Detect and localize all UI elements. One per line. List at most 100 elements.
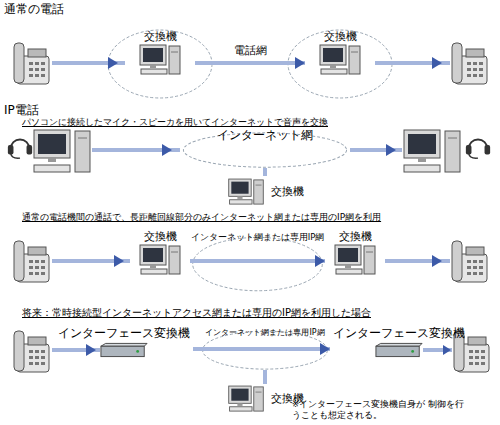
pc-keyboard xyxy=(141,69,167,74)
computer-icon xyxy=(404,130,460,172)
exchange-node: 交換機 xyxy=(325,230,385,292)
device-led xyxy=(411,350,414,353)
pc-monitor xyxy=(228,179,250,196)
converter-device xyxy=(100,342,148,358)
node-label: インターネット網または専用IP網 xyxy=(205,326,324,340)
pc-keyboard xyxy=(321,69,347,74)
network-cloud xyxy=(193,237,323,290)
pc-monitor xyxy=(228,386,250,403)
connector-line xyxy=(263,370,267,384)
node-label: インターネット網 xyxy=(217,128,313,142)
pc-drive xyxy=(255,392,261,393)
node-label: 交換機 xyxy=(271,185,304,199)
arrow-head xyxy=(315,255,325,267)
network-cloud-node: インターネット網または専用IP網 xyxy=(200,326,330,370)
connector-line xyxy=(263,168,267,176)
node-label: インターフェース変換機 xyxy=(333,326,465,340)
node-label: 交換機 xyxy=(271,392,304,406)
arrow-head xyxy=(162,144,172,156)
arrow-head xyxy=(295,57,305,69)
pc-stand xyxy=(150,65,156,68)
pc-tower xyxy=(349,46,360,74)
converter-device xyxy=(375,342,423,358)
pc-tower xyxy=(364,246,375,274)
pc-screen xyxy=(323,48,343,62)
computer-icon xyxy=(227,178,265,206)
pc-tower xyxy=(169,46,180,74)
node-label: 交換機 xyxy=(144,230,177,244)
computer-icon xyxy=(318,44,362,76)
connector-arrow xyxy=(190,255,325,267)
computer-icon xyxy=(227,385,265,413)
pc-drive xyxy=(351,52,358,53)
pc-stand xyxy=(345,265,351,268)
exchange-node: 交換機 xyxy=(130,230,190,292)
pc-stand xyxy=(237,196,242,199)
connector-arrow xyxy=(265,168,266,176)
edge-label: 電話網 xyxy=(234,44,267,58)
pc-drive xyxy=(366,252,373,253)
telephone-icon xyxy=(452,241,487,282)
node-label: 交換機 xyxy=(144,30,177,44)
exchange-node: 交換機 xyxy=(305,30,375,96)
arrow-head xyxy=(386,144,396,156)
pc-drive xyxy=(171,52,178,53)
headset-icon xyxy=(8,139,32,158)
computer-icon xyxy=(138,244,182,276)
computer-icon xyxy=(333,244,377,276)
pc-monitor xyxy=(140,45,166,65)
arrow-head xyxy=(320,343,330,355)
pc-screen xyxy=(231,182,248,194)
node-label: インターフェース変換機 xyxy=(58,326,190,340)
connector-line xyxy=(190,259,325,263)
node-label: 交換機 xyxy=(324,30,357,44)
category-heading: IP電話 xyxy=(4,103,39,118)
pc-monitor xyxy=(335,245,361,265)
connector-arrow xyxy=(193,343,330,355)
pc-keyboard xyxy=(336,269,362,274)
telephone-icon xyxy=(14,241,49,282)
computer-icon xyxy=(34,130,90,172)
pc-stand xyxy=(330,65,336,68)
category-heading: 通常の電話 xyxy=(4,2,64,17)
exchange-node: 交換機 xyxy=(220,176,310,208)
computer-icon xyxy=(138,44,182,76)
exchange-node: 交換機 xyxy=(220,384,310,414)
pc-tower xyxy=(253,387,263,411)
node-label: インターネット網または専用IP網 xyxy=(191,230,325,244)
exchange-node: 交換機 xyxy=(125,30,195,96)
section-heading: パソコンに接続したマイク・スピーカを用いてインターネットで音声を交換 xyxy=(22,117,328,128)
telephone-icon xyxy=(14,43,49,84)
telephone-icon xyxy=(14,331,49,372)
pc-screen xyxy=(231,389,248,401)
network-cloud-node: インターネット網または専用IP網 xyxy=(190,230,325,292)
connector-arrow xyxy=(195,57,305,69)
connector-line xyxy=(195,61,305,65)
pc-monitor xyxy=(140,245,166,265)
device-led xyxy=(136,350,139,353)
connector-line xyxy=(193,347,330,351)
interface-converter-node: インターフェース変換機 xyxy=(330,326,468,372)
arrow-head xyxy=(432,255,442,267)
device-front xyxy=(101,346,144,356)
note-text: ※インターフェース変換機自身が 制御を行うことも想定される。 xyxy=(292,399,467,420)
interface-converter-node: インターフェース変換機 xyxy=(55,326,193,372)
pc-stand xyxy=(237,403,242,406)
pc-screen xyxy=(338,248,358,262)
arrow-head xyxy=(86,344,96,356)
pc-screen xyxy=(143,248,163,262)
pc-screen xyxy=(143,48,163,62)
pc-keyboard xyxy=(229,407,251,411)
pc-stand xyxy=(150,265,156,268)
node-label: 交換機 xyxy=(339,230,372,244)
network-cloud-node: インターネット網 xyxy=(180,128,350,168)
device-front xyxy=(376,346,419,356)
arrow-head xyxy=(108,57,118,69)
arrow-head xyxy=(114,255,124,267)
pc-drive xyxy=(171,252,178,253)
telephone-icon xyxy=(452,43,487,84)
pc-keyboard xyxy=(229,200,251,204)
section-heading: 通常の電話機間の通話で、長距離回線部分のみインターネット網または専用のIP網を利… xyxy=(22,212,381,223)
pc-drive xyxy=(255,185,261,186)
